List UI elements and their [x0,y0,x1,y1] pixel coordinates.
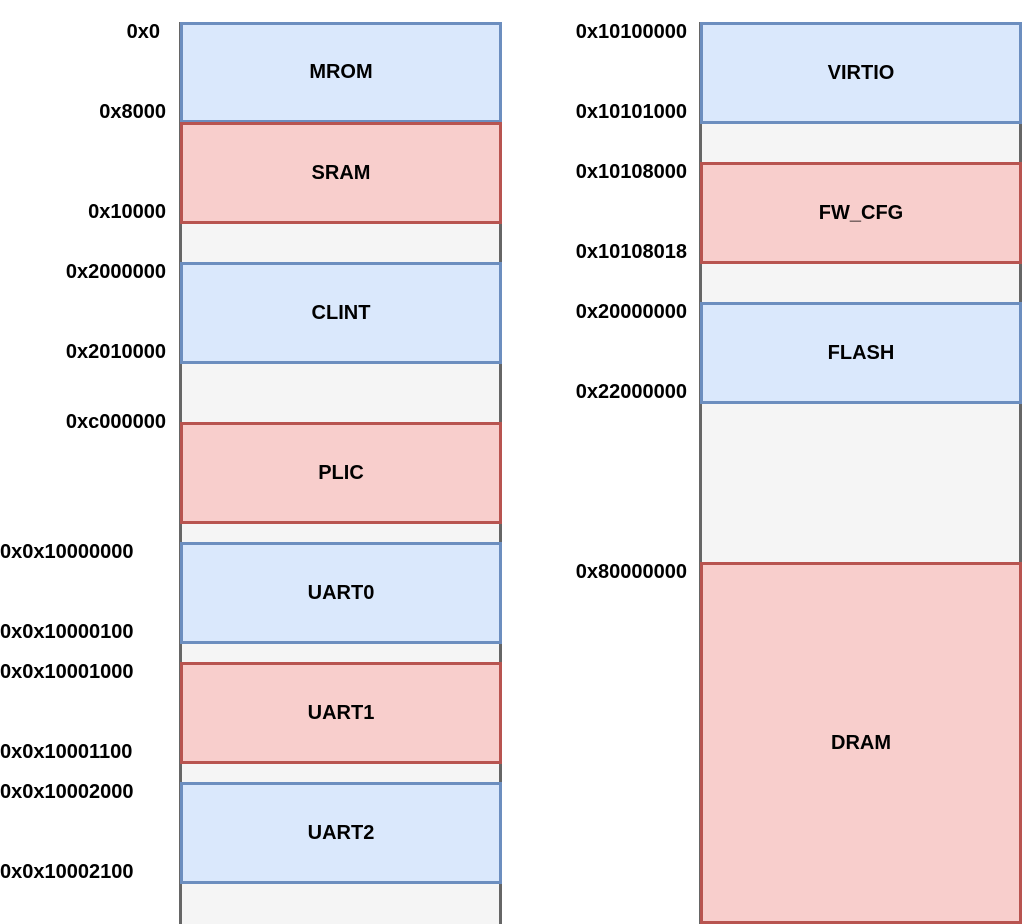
region-label: DRAM [831,731,891,754]
address-label: 0x0x10001100 [0,741,133,763]
region-label: SRAM [311,161,371,184]
region-plic: PLIC [180,422,502,524]
address-label: 0x0x10000000 [0,541,134,563]
address-label: 0x2010000 [65,341,166,363]
region-clint: CLINT [180,262,502,364]
address-label: 0x10100000 [575,21,687,43]
address-label: 0x22000000 [575,381,687,403]
address-label: 0x0x10000100 [0,621,134,643]
region-label: UART1 [307,701,375,724]
address-label: 0x0x10001000 [0,661,134,683]
region-label: CLINT [311,301,371,324]
address-label: 0x0 [126,21,160,43]
region-label: UART0 [307,581,375,604]
region-dram: DRAM [700,562,1022,924]
address-label: 0x10000 [88,201,166,223]
address-label: 0x8000 [99,101,166,123]
address-label: 0x20000000 [575,301,687,323]
address-label: 0x10108000 [575,161,687,183]
region-uart2: UART2 [180,782,502,884]
region-label: FLASH [827,341,895,364]
region-fw-cfg: FW_CFG [700,162,1022,264]
address-label: 0x0x10002000 [0,781,134,803]
address-label: 0x10108018 [575,241,687,263]
address-label: 0xc000000 [65,411,166,433]
region-label: VIRTIO [827,61,895,84]
region-virtio: VIRTIO [700,22,1022,124]
region-mrom: MROM [180,22,502,123]
region-label: FW_CFG [818,201,904,224]
address-label: 0x80000000 [575,561,687,583]
region-label: MROM [309,61,373,83]
region-flash: FLASH [700,302,1022,404]
region-sram: SRAM [180,122,502,224]
address-label: 0x0x10002100 [0,861,134,883]
address-label: 0x10101000 [575,101,687,123]
region-uart0: UART0 [180,542,502,644]
region-uart1: UART1 [180,662,502,764]
region-label: PLIC [318,461,364,484]
address-label: 0x2000000 [65,261,166,283]
region-label: UART2 [307,821,375,844]
